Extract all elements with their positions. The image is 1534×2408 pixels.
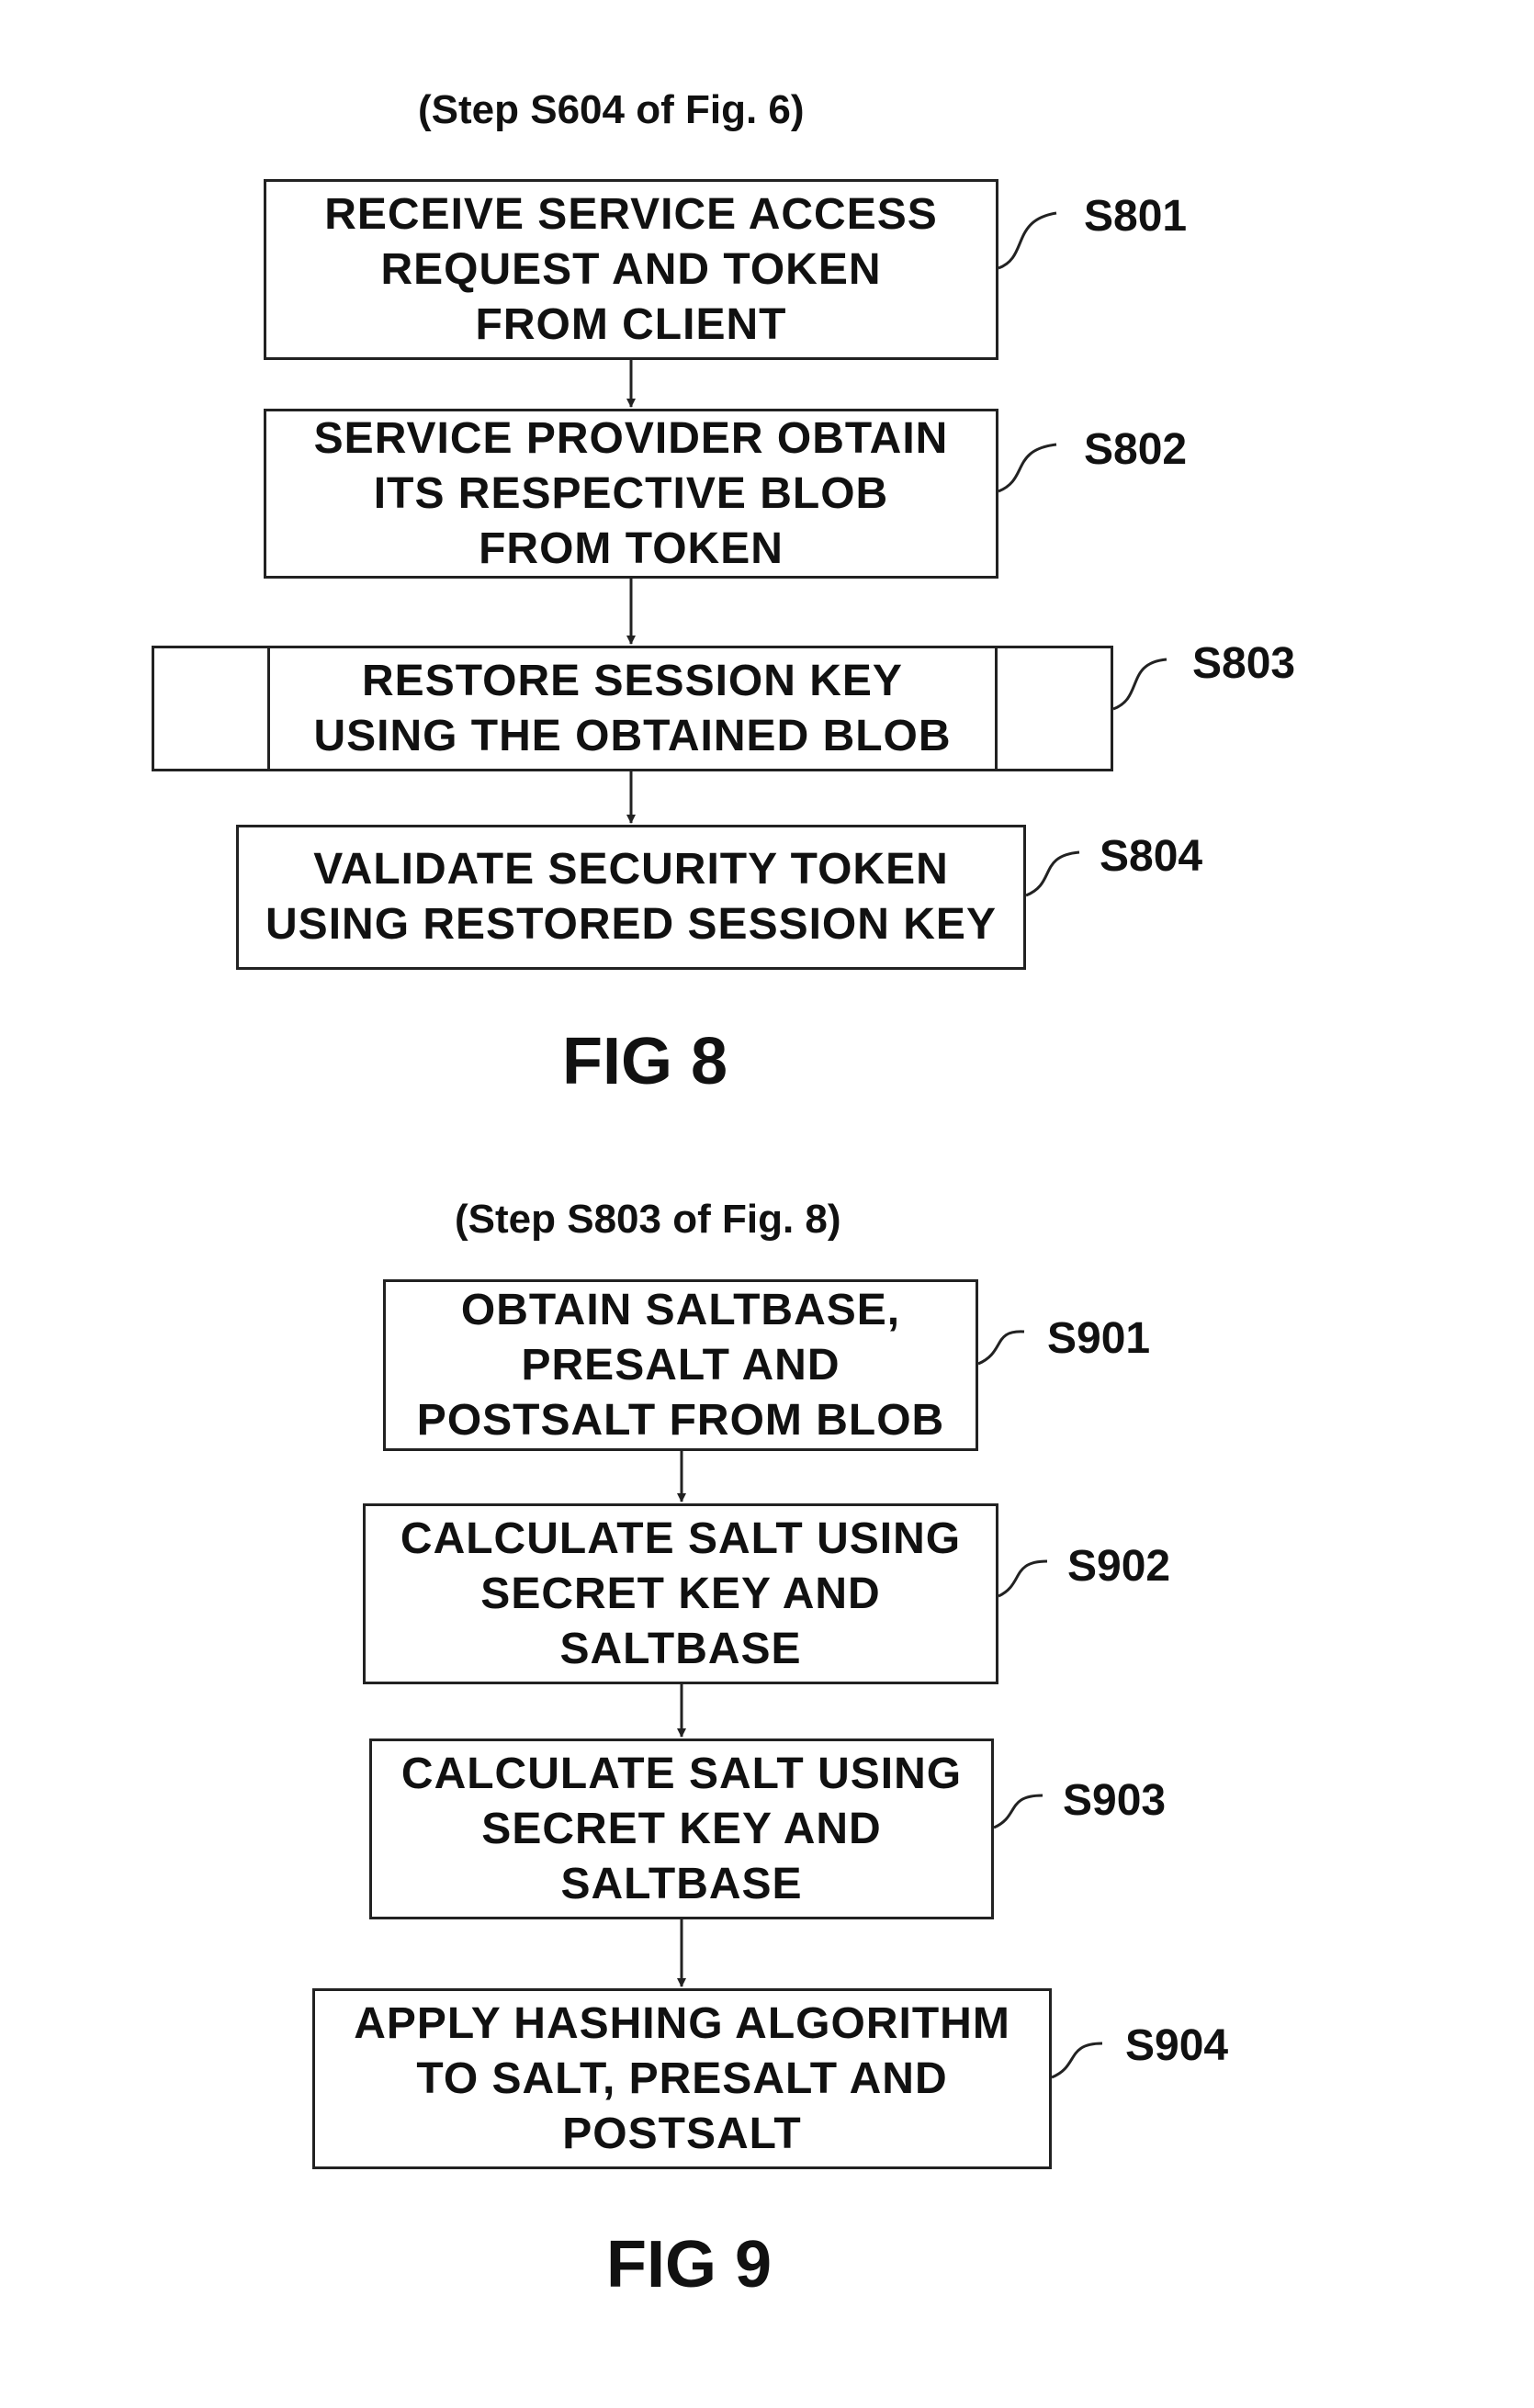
fig9-leader-s902 [998,1559,1048,1598]
fig9-step-s903-line-1: CALCULATE SALT USING [400,1749,963,1798]
fig8-step-s803-right-bar [995,648,998,769]
fig8-caption: (Step S604 of Fig. 6) [418,87,805,132]
fig9-step-s901-line-2: PRESALT AND [521,1340,840,1390]
fig9-step-s902-line-1: CALCULATE SALT USING [400,1513,962,1563]
fig9-step-s903-line-2: SECRET KEY AND [481,1804,882,1853]
fig9-step-s902-line-3: SALTBASE [559,1624,802,1673]
fig9-leader-s904 [1051,2042,1103,2079]
fig8-step-s801-line-3: FROM CLIENT [475,299,787,349]
fig8-step-s804-line-1: VALIDATE SECURITY TOKEN [313,845,949,894]
fig9-step-s904-box: APPLY HASHING ALGORITHM TO SALT, PRESALT… [312,1988,1052,2169]
fig9-step-s901-line-3: POSTSALT FROM BLOB [416,1395,945,1445]
fig9-title: FIG 9 [606,2228,773,2301]
fig9-step-s902-label: S902 [1067,1542,1171,1591]
fig8-step-s802-label: S802 [1084,425,1188,474]
fig9-step-s904-label: S904 [1125,2021,1229,2070]
fig8-step-s801-box: RECEIVE SERVICE ACCESS REQUEST AND TOKEN… [264,179,998,360]
fig9-step-s904-line-2: TO SALT, PRESALT AND [416,2054,948,2103]
fig8-step-s803-predefined-process-box: RESTORE SESSION KEY USING THE OBTAINED B… [152,646,1113,771]
fig8-leader-s803 [1112,658,1167,711]
fig9-step-s903-box: CALCULATE SALT USING SECRET KEY AND SALT… [369,1738,994,1919]
fig8-step-s802-line-3: FROM TOKEN [479,523,784,573]
fig9-step-s901-line-1: OBTAIN SALTBASE, [460,1285,901,1334]
fig8-step-s801-line-2: REQUEST AND TOKEN [380,244,882,294]
fig8-leader-s802 [998,443,1057,493]
fig9-step-s901-box: OBTAIN SALTBASE, PRESALT AND POSTSALT FR… [383,1279,978,1451]
fig9-leader-s901 [977,1330,1025,1366]
fig9-step-s904-line-1: APPLY HASHING ALGORITHM [354,1998,1010,2048]
fig9-step-s903-label: S903 [1063,1776,1167,1825]
fig8-step-s804-line-2: USING RESTORED SESSION KEY [265,900,997,949]
fig9-step-s902-box: CALCULATE SALT USING SECRET KEY AND SALT… [363,1503,998,1684]
fig8-step-s803-line-2: USING THE OBTAINED BLOB [313,711,952,760]
fig8-step-s804-box: VALIDATE SECURITY TOKEN USING RESTORED S… [236,825,1026,970]
fig9-step-s902-line-2: SECRET KEY AND [480,1569,881,1618]
fig8-step-s802-line-2: ITS RESPECTIVE BLOB [373,468,889,518]
fig8-step-s803-label: S803 [1192,639,1296,688]
fig8-title: FIG 8 [562,1025,728,1098]
fig9-step-s903-line-3: SALTBASE [560,1859,803,1908]
fig8-step-s803-line-1: RESTORE SESSION KEY [362,656,903,705]
fig8-step-s802-box: SERVICE PROVIDER OBTAIN ITS RESPECTIVE B… [264,409,998,579]
fig9-step-s901-label: S901 [1047,1314,1151,1363]
fig9-step-s904-line-3: POSTSALT [562,2109,802,2158]
fig8-step-s804-label: S804 [1100,832,1203,881]
fig9-caption: (Step S803 of Fig. 8) [455,1197,841,1242]
fig8-step-s803-left-bar [267,648,270,769]
fig8-step-s802-line-1: SERVICE PROVIDER OBTAIN [313,413,949,463]
fig8-leader-s804 [1025,850,1080,897]
fig8-leader-s801 [998,211,1057,270]
fig9-leader-s903 [993,1794,1043,1829]
fig8-step-s801-label: S801 [1084,192,1188,241]
fig8-step-s801-line-1: RECEIVE SERVICE ACCESS [324,189,938,239]
